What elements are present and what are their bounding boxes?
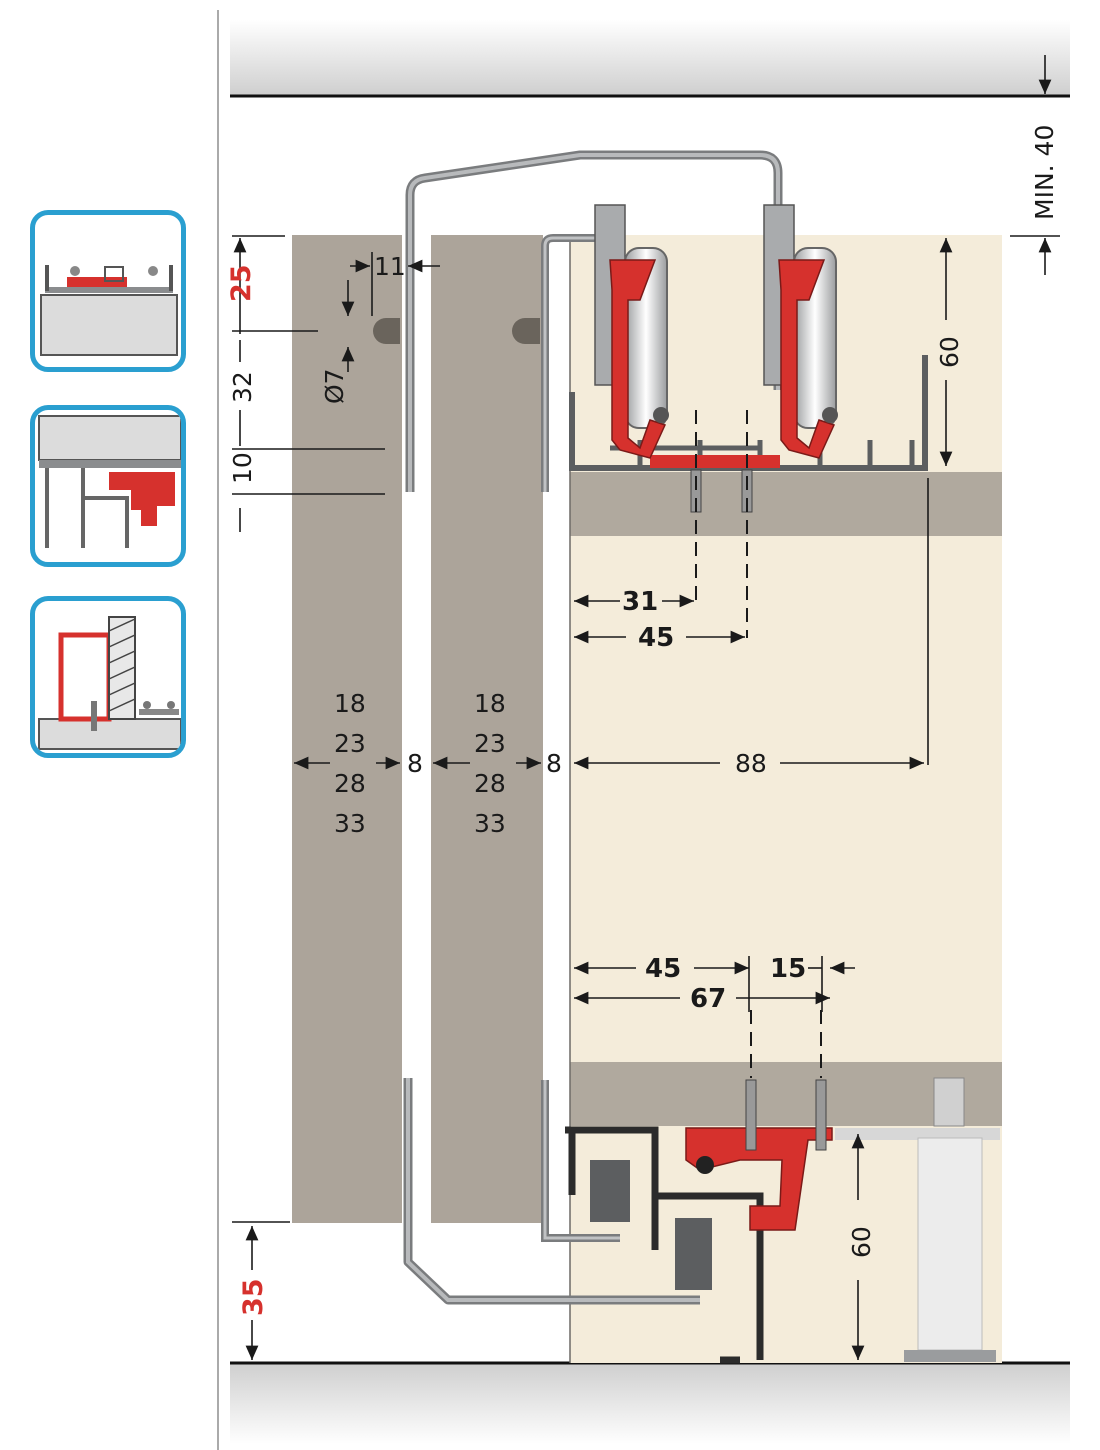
thumbnail-wall-section-detail[interactable] (30, 596, 186, 758)
top-screws (690, 410, 753, 638)
ceiling (230, 20, 1070, 95)
label-screw-top-2: 45 (638, 623, 674, 653)
label-screw-bottom-1: 45 (645, 954, 681, 984)
door-panel-2 (431, 235, 543, 1223)
door-1-thickness-1: 18 (334, 689, 366, 718)
label-screw-top-1: 31 (622, 587, 658, 617)
label-screw-bottom-total: 67 (690, 984, 726, 1014)
roller-carriage-2 (763, 204, 838, 459)
thumbnail-top-track-detail[interactable] (30, 210, 186, 372)
door-2-thickness-list: 18 23 28 33 (474, 689, 506, 838)
bottom-beam (570, 1062, 1002, 1126)
roller-carriage-1 (594, 204, 669, 459)
label-rail-height-bottom: 60 (847, 1226, 876, 1258)
label-hole-spacing: 32 (228, 371, 257, 403)
door-1-thickness-2: 23 (334, 729, 366, 758)
top-beam (570, 472, 1002, 536)
label-hanger-offset: 11 (374, 252, 406, 281)
door-2-thickness-4: 33 (474, 809, 506, 838)
hole-1 (373, 318, 400, 344)
label-bottom-offset: 35 (238, 1278, 269, 1316)
door-2-thickness-3: 28 (474, 769, 506, 798)
label-rail-height-top: 60 (935, 336, 964, 368)
label-top-offset: 25 (226, 264, 257, 302)
label-screw-bottom-2: 15 (770, 954, 806, 984)
hole-2 (512, 318, 540, 344)
label-hole-edge: 10 (228, 452, 257, 484)
door-1-thickness-3: 28 (334, 769, 366, 798)
label-top-rail-depth: 88 (735, 749, 767, 778)
door-panel-1 (292, 235, 402, 1223)
label-hole-diameter: Ø7 (320, 368, 349, 404)
door-1-thickness-4: 33 (334, 809, 366, 838)
label-min-clearance: MIN. 40 (1030, 125, 1059, 220)
door-2-thickness-2: 23 (474, 729, 506, 758)
label-gap-1: 8 (407, 749, 423, 778)
bottom-guide-profile (565, 1010, 1000, 1364)
thumbnail-bottom-guide-detail[interactable] (30, 405, 186, 567)
dimension-lines (232, 55, 1060, 1360)
label-gap-2: 8 (546, 749, 562, 778)
floor (230, 1364, 1070, 1444)
door-1-thickness-list: 18 23 28 33 (334, 689, 366, 838)
door-2-thickness-1: 18 (474, 689, 506, 718)
